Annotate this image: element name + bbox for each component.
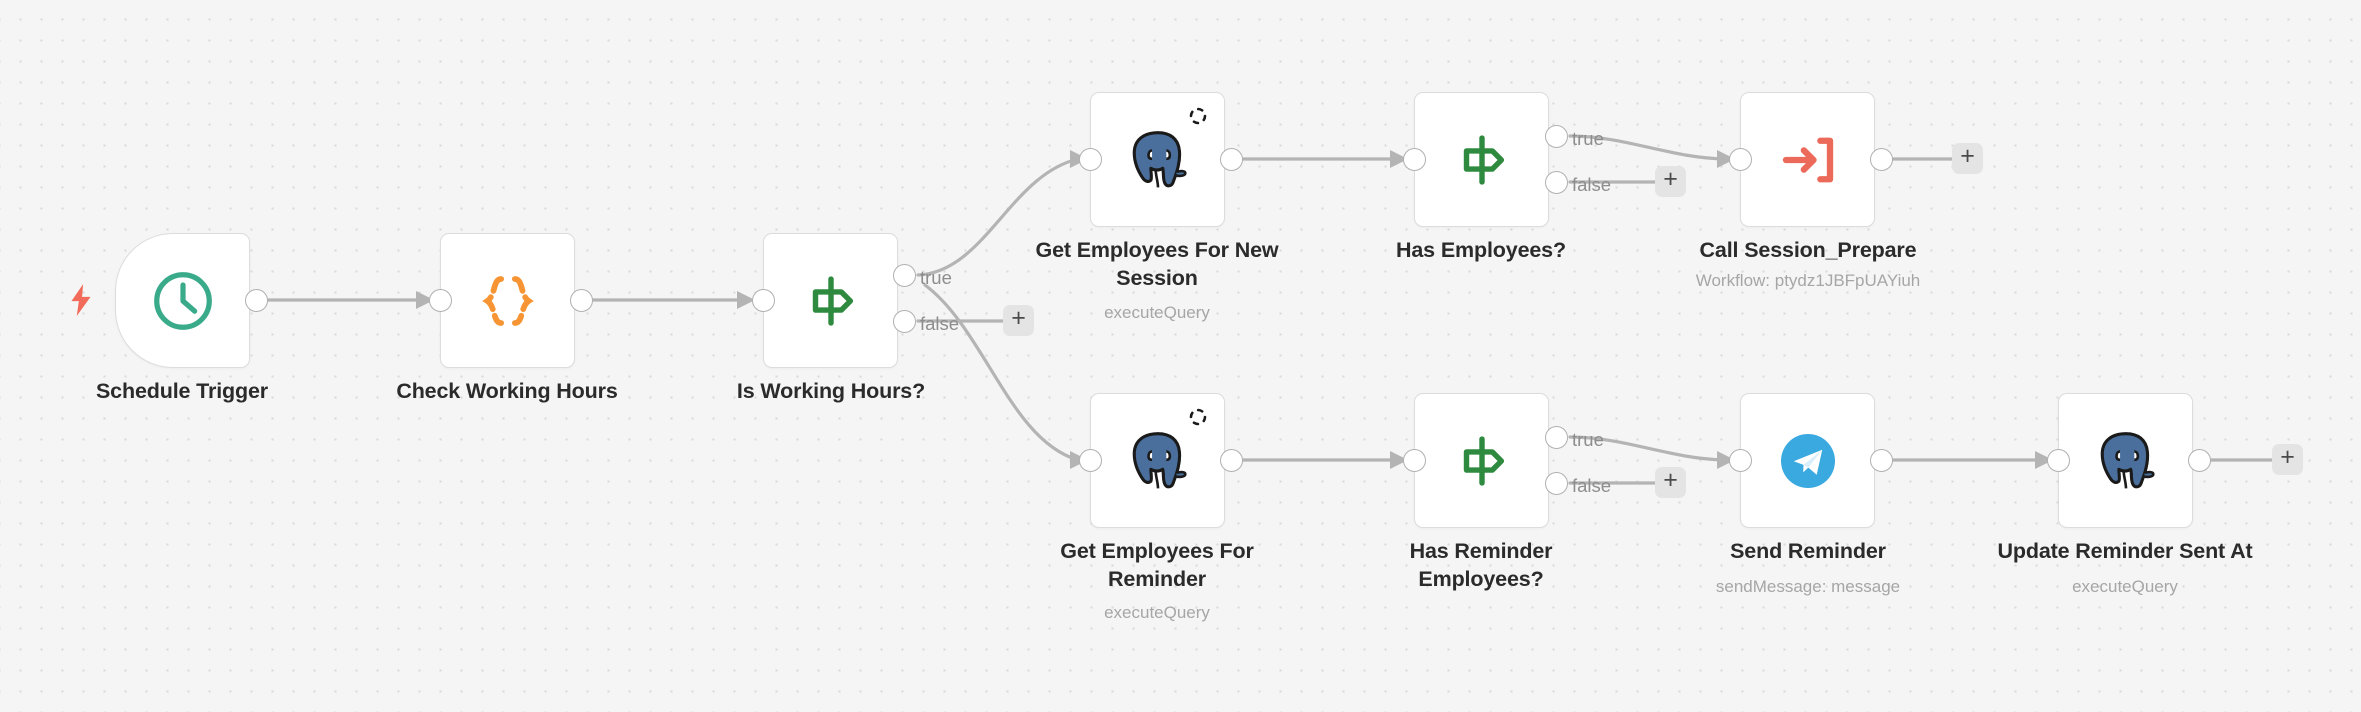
- add-node-button-has-employees-false[interactable]: +: [1655, 166, 1686, 197]
- signpost-icon: [1415, 93, 1548, 226]
- code-braces-icon: [441, 234, 574, 367]
- node-check-working-hours[interactable]: [440, 233, 575, 368]
- node-subtitle-call-session-prepare: Workflow: ptydz1JBFpUAYiuh: [1695, 271, 1921, 290]
- execute-workflow-icon: [1741, 93, 1874, 226]
- port-is-working-hours-true[interactable]: [893, 264, 916, 287]
- port-get-employees-for-reminder-input[interactable]: [1079, 449, 1102, 472]
- node-is-working-hours[interactable]: [763, 233, 898, 368]
- port-get-employees-for-new-session-output[interactable]: [1220, 148, 1243, 171]
- signpost-icon: [1415, 394, 1548, 527]
- port-schedule-trigger-output[interactable]: [245, 289, 268, 312]
- port-has-employees-false[interactable]: [1545, 171, 1568, 194]
- node-call-session-prepare[interactable]: [1740, 92, 1875, 227]
- port-has-reminder-employees-true[interactable]: [1545, 426, 1568, 449]
- node-label-get-employees-for-new-session: Get Employees For New Session: [1035, 238, 1279, 290]
- clock-icon: [116, 234, 249, 367]
- node-label-call-session-prepare: Call Session_Prepare: [1699, 238, 1917, 262]
- port-has-employees-true[interactable]: [1545, 125, 1568, 148]
- node-send-reminder[interactable]: [1740, 393, 1875, 528]
- node-has-employees[interactable]: [1414, 92, 1549, 227]
- postgres-elephant-icon: [1091, 394, 1224, 527]
- node-label-check-working-hours: Check Working Hours: [396, 379, 618, 403]
- plus-glyph: +: [1011, 304, 1026, 332]
- port-label-has-employees-false: false: [1572, 174, 1612, 195]
- port-label-is-working-hours-false: false: [920, 313, 960, 334]
- port-get-employees-for-new-session-input[interactable]: [1079, 148, 1102, 171]
- pinned-data-indicator-icon: [1188, 407, 1208, 427]
- node-label-has-reminder-employees: Has Reminder Employees?: [1409, 539, 1553, 591]
- node-has-reminder-employees[interactable]: [1414, 393, 1549, 528]
- port-update-reminder-sent-at-output[interactable]: [2188, 449, 2211, 472]
- postgres-elephant-icon: [2059, 394, 2192, 527]
- node-label-get-employees-for-reminder: Get Employees For Reminder: [1060, 539, 1254, 591]
- node-update-reminder-sent-at[interactable]: [2058, 393, 2193, 528]
- port-get-employees-for-reminder-output[interactable]: [1220, 449, 1243, 472]
- plus-glyph: +: [1960, 142, 1975, 170]
- port-check-working-hours-output[interactable]: [570, 289, 593, 312]
- port-send-reminder-input[interactable]: [1729, 449, 1752, 472]
- node-subtitle-send-reminder: sendMessage: message: [1715, 577, 1901, 596]
- node-subtitle-update-reminder-sent-at: executeQuery: [2072, 577, 2178, 596]
- node-label-update-reminder-sent-at: Update Reminder Sent At: [1997, 539, 2253, 563]
- node-label-send-reminder: Send Reminder: [1730, 539, 1886, 563]
- telegram-icon: [1741, 394, 1874, 527]
- port-has-reminder-employees-input[interactable]: [1403, 449, 1426, 472]
- plus-glyph: +: [2280, 443, 2295, 471]
- node-get-employees-for-reminder[interactable]: [1090, 393, 1225, 528]
- node-label-is-working-hours: Is Working Hours?: [736, 379, 926, 403]
- signpost-icon: [764, 234, 897, 367]
- add-node-button-is-working-hours-false[interactable]: +: [1003, 305, 1034, 336]
- port-is-working-hours-false[interactable]: [893, 310, 916, 333]
- plus-glyph: +: [1663, 466, 1678, 494]
- node-subtitle-get-employees-for-new-session: executeQuery: [1104, 303, 1210, 322]
- port-label-has-reminder-employees-false: false: [1572, 475, 1612, 496]
- port-is-working-hours-input[interactable]: [752, 289, 775, 312]
- plus-glyph: +: [1663, 165, 1678, 193]
- add-node-button-call-session-prepare-output[interactable]: +: [1952, 143, 1983, 174]
- port-check-working-hours-input[interactable]: [429, 289, 452, 312]
- node-get-employees-for-new-session[interactable]: [1090, 92, 1225, 227]
- port-update-reminder-sent-at-input[interactable]: [2047, 449, 2070, 472]
- port-label-has-reminder-employees-true: true: [1572, 429, 1604, 450]
- pinned-data-indicator-icon: [1188, 106, 1208, 126]
- trigger-bolt-icon: [68, 283, 94, 317]
- port-label-has-employees-true: true: [1572, 128, 1604, 149]
- port-label-is-working-hours-true: true: [920, 267, 952, 288]
- port-has-employees-input[interactable]: [1403, 148, 1426, 171]
- add-node-button-update-reminder-sent-at-output[interactable]: +: [2272, 444, 2303, 475]
- port-send-reminder-output[interactable]: [1870, 449, 1893, 472]
- port-call-session-prepare-input[interactable]: [1729, 148, 1752, 171]
- port-call-session-prepare-output[interactable]: [1870, 148, 1893, 171]
- add-node-button-has-reminder-employees-false[interactable]: +: [1655, 467, 1686, 498]
- node-label-schedule-trigger: Schedule Trigger: [95, 379, 269, 403]
- port-has-reminder-employees-false[interactable]: [1545, 472, 1568, 495]
- node-subtitle-get-employees-for-reminder: executeQuery: [1104, 603, 1210, 622]
- postgres-elephant-icon: [1091, 93, 1224, 226]
- node-label-has-employees: Has Employees?: [1396, 238, 1566, 262]
- node-schedule-trigger[interactable]: [115, 233, 250, 368]
